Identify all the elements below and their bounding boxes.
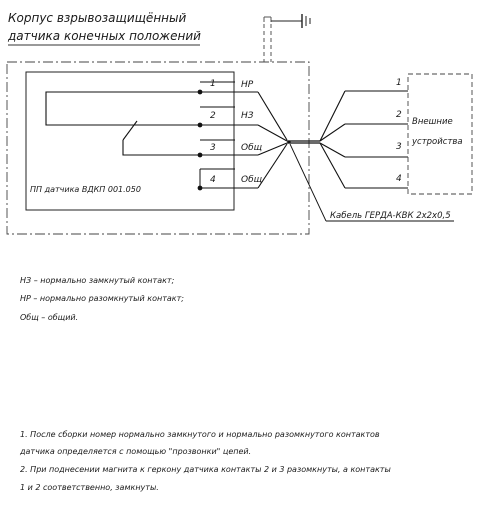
external-pin-2: 2 — [396, 110, 402, 120]
pin-name-3: Общ — [241, 143, 263, 153]
external-device-label-line-2: устройства — [411, 137, 463, 147]
cable-junction — [287, 140, 291, 144]
external-device-label-line-1: Внешние — [412, 117, 453, 127]
note-2-line-2: 1 и 2 соответственно, замкнуты. — [20, 483, 159, 492]
reed-switch-circuit — [45, 91, 200, 156]
external-pin-3: 3 — [396, 142, 402, 152]
cable-label: Кабель ГЕРДА-КВК 2х2х0,5 — [330, 211, 451, 221]
pin-block — [199, 81, 235, 189]
housing-outline — [6, 61, 310, 235]
legend-line-nr: НР – нормально разомкнутый контакт; — [20, 294, 184, 303]
pin-number-4: 4 — [210, 175, 216, 185]
housing-title-line-1: Корпус взрывозащищённый — [8, 11, 186, 25]
note-1-line-1: 1. После сборки номер нормально замкнуто… — [20, 430, 380, 439]
external-pin-1: 1 — [396, 78, 402, 88]
pin-number-1: 1 — [210, 79, 216, 89]
pin-number-3: 3 — [210, 143, 216, 153]
external-device-outline — [407, 73, 473, 195]
pin-wires — [200, 91, 288, 189]
ground-terminal — [263, 14, 311, 62]
housing-title-line-2: датчика конечных положений — [7, 29, 201, 43]
sensor-board-label: ПП датчика ВДКП 001.050 — [30, 185, 141, 194]
cable-bundle — [287, 90, 408, 189]
legend-line-common: Общ – общий. — [20, 313, 79, 322]
note-1-line-2: датчика определяется с помощью "прозвонк… — [20, 447, 252, 456]
pin-name-1: НР — [241, 80, 254, 90]
cable-leader — [289, 143, 454, 222]
sensor-board-outline — [25, 71, 235, 211]
external-pin-4: 4 — [396, 174, 402, 184]
note-2-line-1: 2. При поднесении магнита к геркону датч… — [20, 465, 391, 474]
pin-name-2: НЗ — [241, 111, 254, 121]
legend-line-nz: НЗ – нормально замкнутый контакт; — [20, 276, 175, 285]
pin-name-4: Общ — [241, 175, 263, 185]
pin-number-2: 2 — [210, 111, 216, 121]
